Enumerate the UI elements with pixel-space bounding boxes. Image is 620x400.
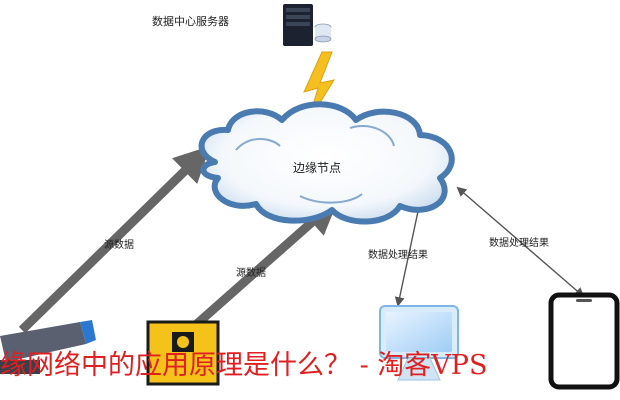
source-data-label-left: 源数据 (104, 238, 134, 251)
server-label: 数据中心服务器 (152, 14, 229, 28)
result-arrow-phone (456, 186, 585, 298)
sensor-icon (146, 320, 220, 386)
source-arrow-middle (187, 198, 339, 334)
server-icon (283, 4, 332, 46)
source-data-label-middle: 源数据 (236, 266, 266, 279)
edge-node-cloud (198, 101, 455, 225)
result-arrow-monitor (394, 200, 424, 307)
result-label-monitor: 数据处理结果 (368, 248, 428, 261)
camera-icon (0, 320, 96, 374)
monitor-icon (379, 305, 459, 381)
overlay-title-banner: 缘网络中的应用原理是什么？ - 淘客VPS (0, 350, 488, 381)
phone-icon (548, 292, 620, 390)
edge-node-label: 边缘节点 (293, 161, 341, 175)
lightning-icon (303, 51, 336, 123)
result-label-phone: 数据处理结果 (489, 236, 549, 249)
source-arrow-left (18, 145, 211, 334)
